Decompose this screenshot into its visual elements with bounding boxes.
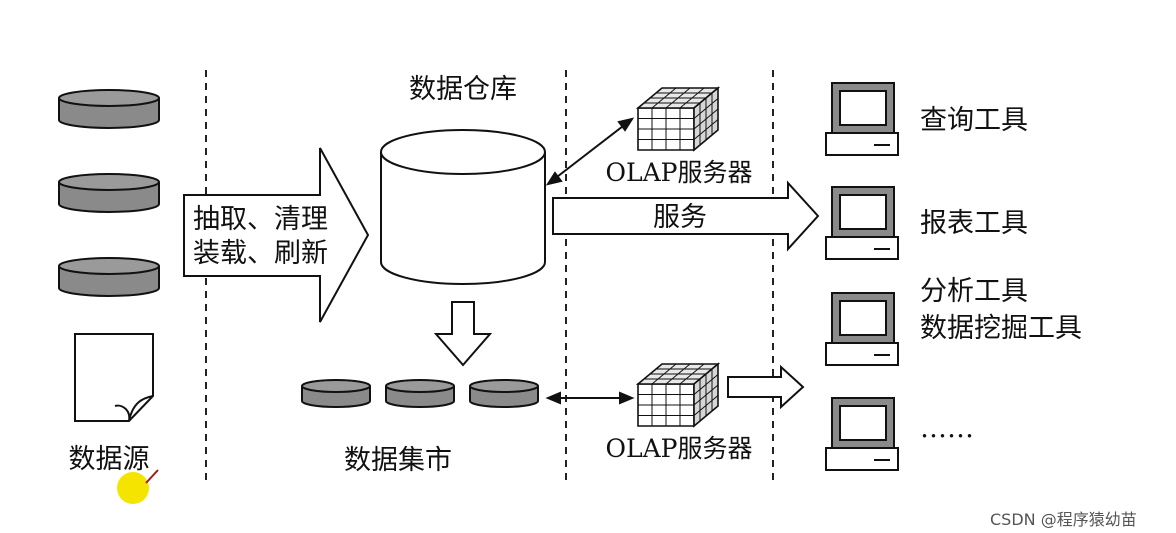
mart-disk-2 <box>385 379 455 408</box>
olap-cube-bottom <box>635 362 721 428</box>
computer-icon-4 <box>825 397 899 471</box>
data-mart-disks <box>301 379 539 408</box>
mart-disk-3 <box>469 379 539 408</box>
mart-disk-1 <box>301 379 371 408</box>
data-sources-label: 数据源 <box>68 444 150 475</box>
source-disk-1 <box>58 89 160 129</box>
etl-arrow <box>183 147 370 323</box>
etl-label-line2: 装载、刷新 <box>193 238 328 269</box>
data-marts-label: 数据集市 <box>344 445 452 476</box>
cursor-highlight <box>117 469 159 504</box>
olap-server-bottom-label: OLAP服务器 <box>605 434 753 463</box>
service-label: 服务 <box>653 202 707 233</box>
mart-olap-double-arrow <box>545 391 635 405</box>
computer-icon-3 <box>825 292 899 366</box>
tool-report-label: 报表工具 <box>920 208 1028 239</box>
tool-more-label: …… <box>920 413 974 444</box>
column-dividers <box>205 70 774 482</box>
watermark: CSDN @程序猿幼苗 <box>990 510 1137 529</box>
document-icon <box>74 333 154 422</box>
data-source-disks <box>58 89 160 297</box>
service-arrow <box>552 180 820 252</box>
tool-query-label: 查询工具 <box>920 105 1028 136</box>
computer-icon-1 <box>825 82 899 156</box>
olap-output-arrow <box>727 364 805 410</box>
source-disk-2 <box>58 173 160 213</box>
warehouse-cylinder <box>380 129 546 285</box>
etl-label-line1: 抽取、清理 <box>193 204 328 235</box>
olap-server-top-label: OLAP服务器 <box>605 158 753 187</box>
tool-mining-label: 数据挖掘工具 <box>920 313 1082 344</box>
computer-icon-2 <box>825 186 899 260</box>
tool-analysis-label: 分析工具 <box>920 276 1028 307</box>
olap-cube-top <box>635 86 721 152</box>
source-disk-3 <box>58 257 160 297</box>
warehouse-title: 数据仓库 <box>409 74 517 105</box>
down-arrow <box>433 301 493 367</box>
warehouse-olap-double-arrow <box>545 117 635 186</box>
